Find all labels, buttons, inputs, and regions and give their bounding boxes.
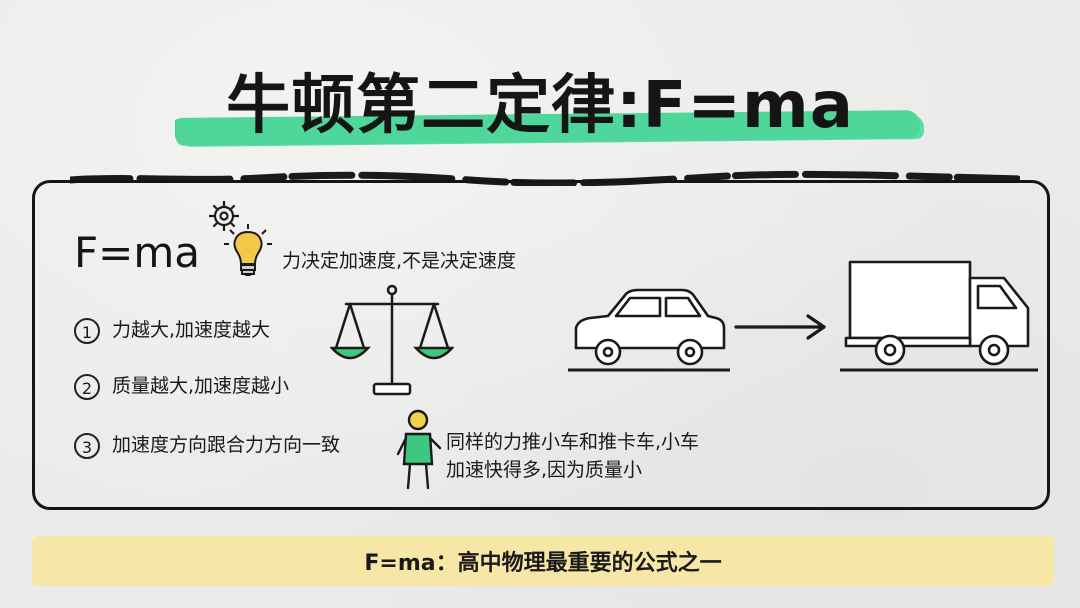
title-block: 牛顿第二定律:F=ma [0,48,1080,158]
car-icon [568,288,730,372]
comparison-note-line1: 同样的力推小车和推卡车,小车 [446,431,700,453]
list-item-text: 加速度方向跟合力方向一致 [112,434,341,456]
list-item-text: 质量越大,加速度越小 [112,375,290,397]
footer-banner: F=ma：高中物理最重要的公式之一 [32,536,1054,586]
content-panel [32,180,1050,510]
balance-scale-icon [330,284,454,396]
list-item-text: 力越大,加速度越大 [112,319,271,341]
list-marker: 3 [74,432,100,459]
gear-icon [209,201,239,231]
list-marker: 2 [74,373,100,400]
person-icon [396,409,442,490]
formula-label: F=ma [74,228,200,277]
comparison-note-line2: 加速快得多,因为质量小 [446,459,643,481]
lightbulb-icon [224,224,272,276]
formula-note: 力决定加速度,不是决定速度 [282,250,517,272]
arrow-right-icon [734,314,826,340]
list-item: 1 力越大,加速度越大 [74,315,270,344]
list-marker: 1 [74,317,100,344]
page-title: 牛顿第二定律:F=ma [226,69,854,143]
list-item: 3 加速度方向跟合力方向一致 [74,430,340,459]
comparison-note: 同样的力推小车和推卡车,小车 加速快得多,因为质量小 [446,428,786,484]
footer-text: F=ma：高中物理最重要的公式之一 [364,551,722,576]
truck-icon [840,260,1038,372]
list-item: 2 质量越大,加速度越小 [74,371,289,400]
